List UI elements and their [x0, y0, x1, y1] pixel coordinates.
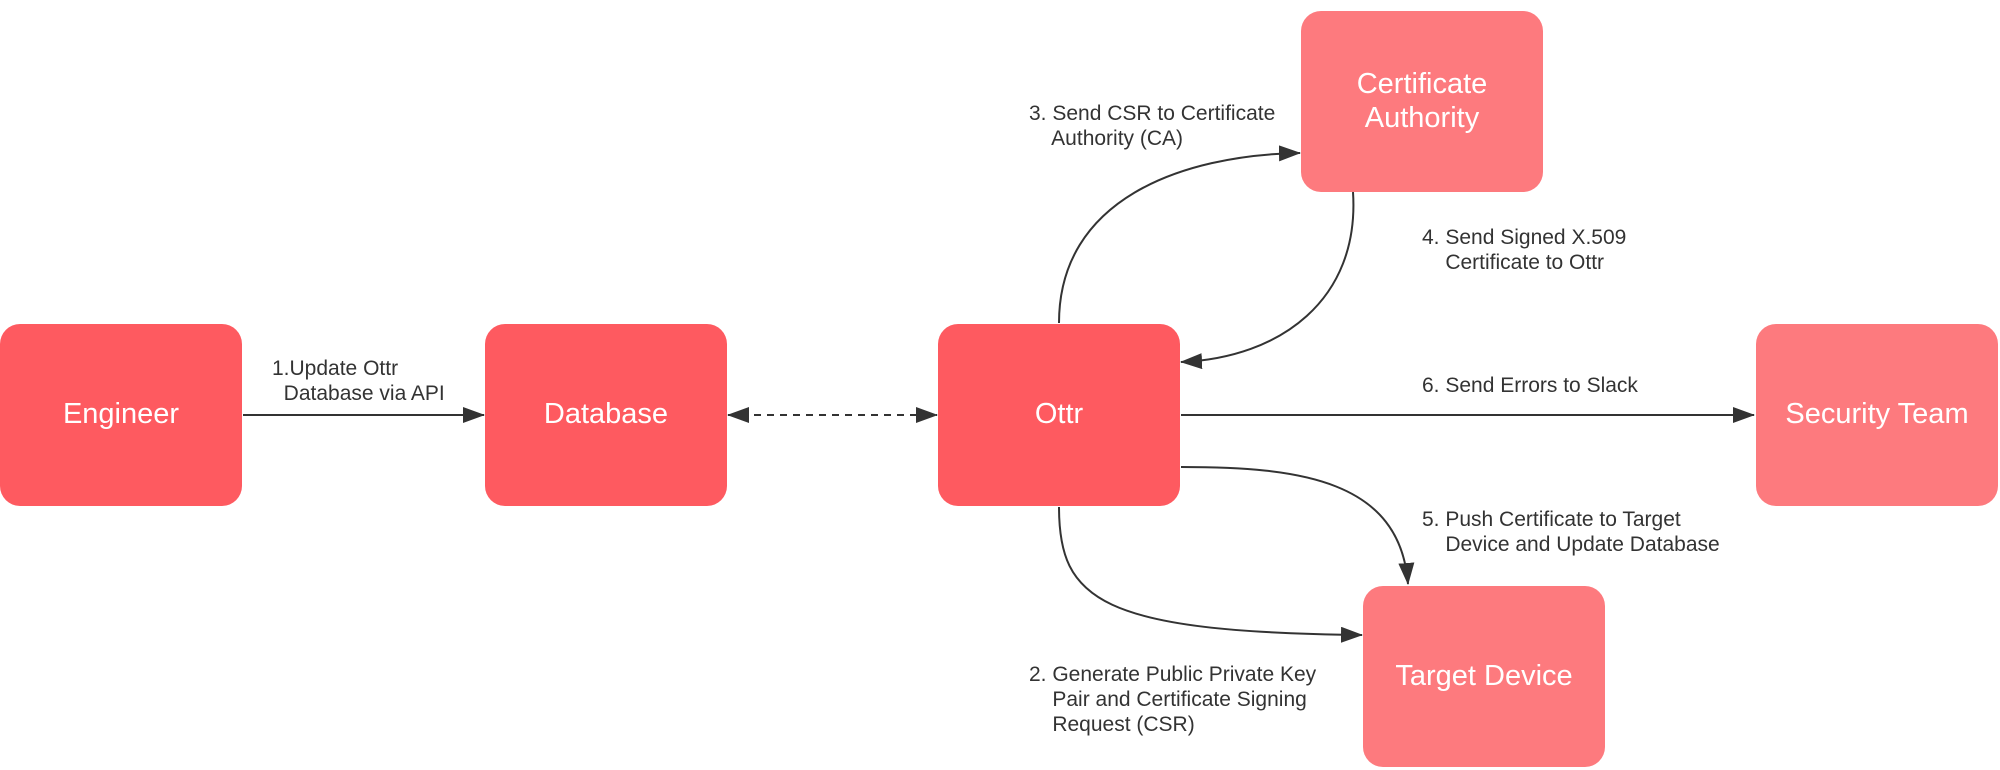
edge-label-update-db: 1.Update Ottr Database via API — [272, 357, 445, 405]
edge-ottr-to-target-push — [1180, 466, 1415, 585]
edge-ottr-to-target-generate — [1058, 506, 1363, 643]
ottr-node[interactable]: Ottr — [938, 324, 1180, 506]
database-node[interactable]: Database — [485, 324, 727, 506]
ottr-node-label: Ottr — [1034, 398, 1084, 431]
edge-label-send-errors: 6. Send Errors to Slack — [1422, 374, 1638, 397]
engineer-node-label: Engineer — [62, 398, 180, 431]
certificate-authority-node-label: Certificate Authority — [1356, 68, 1488, 134]
edge-label-generate-csr: 2. Generate Public Private Key Pair and … — [1029, 663, 1317, 736]
target-device-node[interactable]: Target Device — [1363, 586, 1605, 767]
certificate-authority-node[interactable]: Certificate Authority — [1301, 11, 1543, 192]
security-team-node-label: Security Team — [1785, 398, 1969, 431]
edge-ottr-to-ca — [1058, 145, 1301, 324]
edge-label-send-csr: 3. Send CSR to Certificate Authority (CA… — [1029, 102, 1276, 150]
edge-label-send-signed: 4. Send Signed X.509 Certificate to Ottr — [1422, 226, 1627, 274]
security-team-node[interactable]: Security Team — [1756, 324, 1998, 506]
database-node-label: Database — [543, 398, 669, 431]
edge-ca-to-ottr — [1180, 191, 1355, 370]
edge-label-push-cert: 5. Push Certificate to Target Device and… — [1422, 508, 1720, 556]
engineer-node[interactable]: Engineer — [0, 324, 242, 506]
target-device-node-label: Target Device — [1395, 659, 1573, 692]
